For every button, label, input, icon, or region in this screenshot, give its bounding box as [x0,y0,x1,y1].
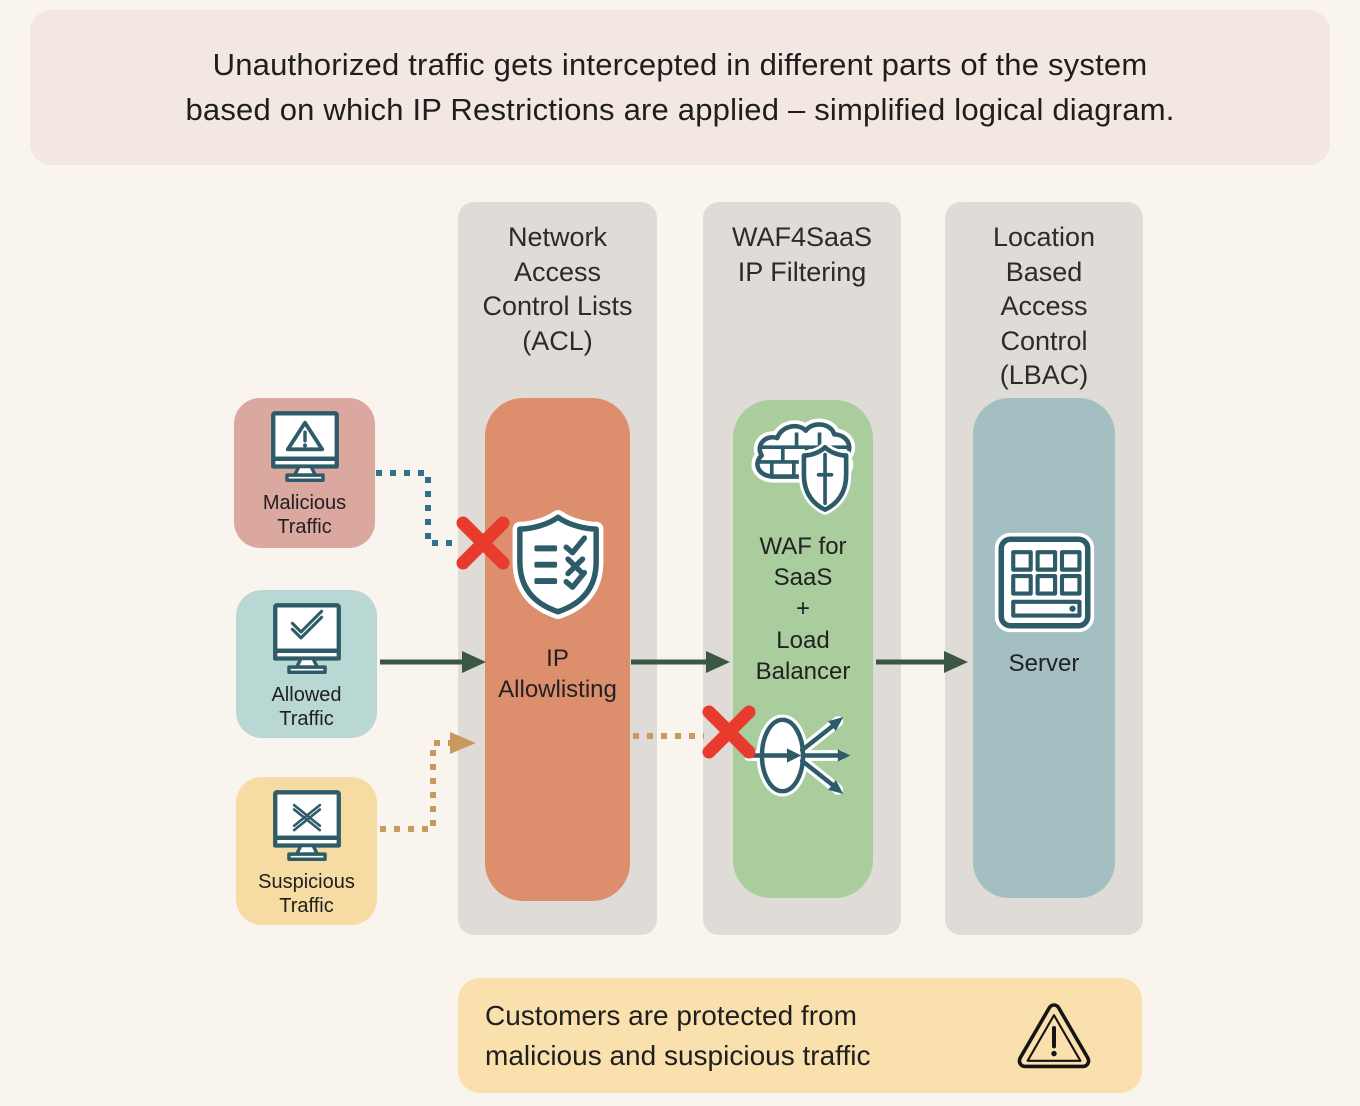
malicious-dotted-path [376,470,458,546]
column-title-acl: Network Access Control Lists (ACL) [482,222,633,356]
header-text-line2: based on which IP Restrictions are appli… [185,91,1175,127]
node-ip-allowlisting: IP Allowlisting [485,398,630,901]
source-allowed-traffic: Allowed Traffic [236,590,377,738]
node-waf-load-balancer: WAF for SaaS + Load Balancer [733,400,873,898]
header-text-line1: Unauthorized traffic gets intercepted in… [212,47,1148,83]
source-label-suspicious: Suspicious Traffic [258,871,355,917]
source-label-allowed: Allowed Traffic [271,684,342,730]
source-malicious-traffic: Malicious Traffic [234,398,375,548]
warning-triangle-icon [1017,1002,1091,1068]
suspicious-dotted-path-1 [380,740,450,832]
node-label-waf: WAF for SaaS + Load Balancer [755,533,851,685]
footer-banner: Customers are protected from malicious a… [458,978,1142,1093]
source-suspicious-traffic: Suspicious Traffic [236,777,377,925]
server-icon [994,532,1094,633]
column-title-lbac: Location Based Access Control (LBAC) [992,222,1096,391]
node-server: Server [973,398,1115,898]
monitor-warning-icon [270,411,339,482]
column-title-waf: WAF4SaaS IP Filtering [731,222,873,287]
source-label-malicious: Malicious Traffic [262,492,347,538]
footer-text: Customers are protected from malicious a… [485,1000,871,1071]
shield-checklist-icon [512,510,603,619]
monitor-check-icon [272,603,341,674]
load-balancer-icon [745,714,851,797]
monitor-cross-icon [272,790,341,861]
node-label-server: Server [1008,650,1080,677]
node-label-ip-allowlisting: IP Allowlisting [498,645,617,704]
header-banner: Unauthorized traffic gets intercepted in… [30,10,1330,165]
firewall-shield-icon [751,418,856,515]
